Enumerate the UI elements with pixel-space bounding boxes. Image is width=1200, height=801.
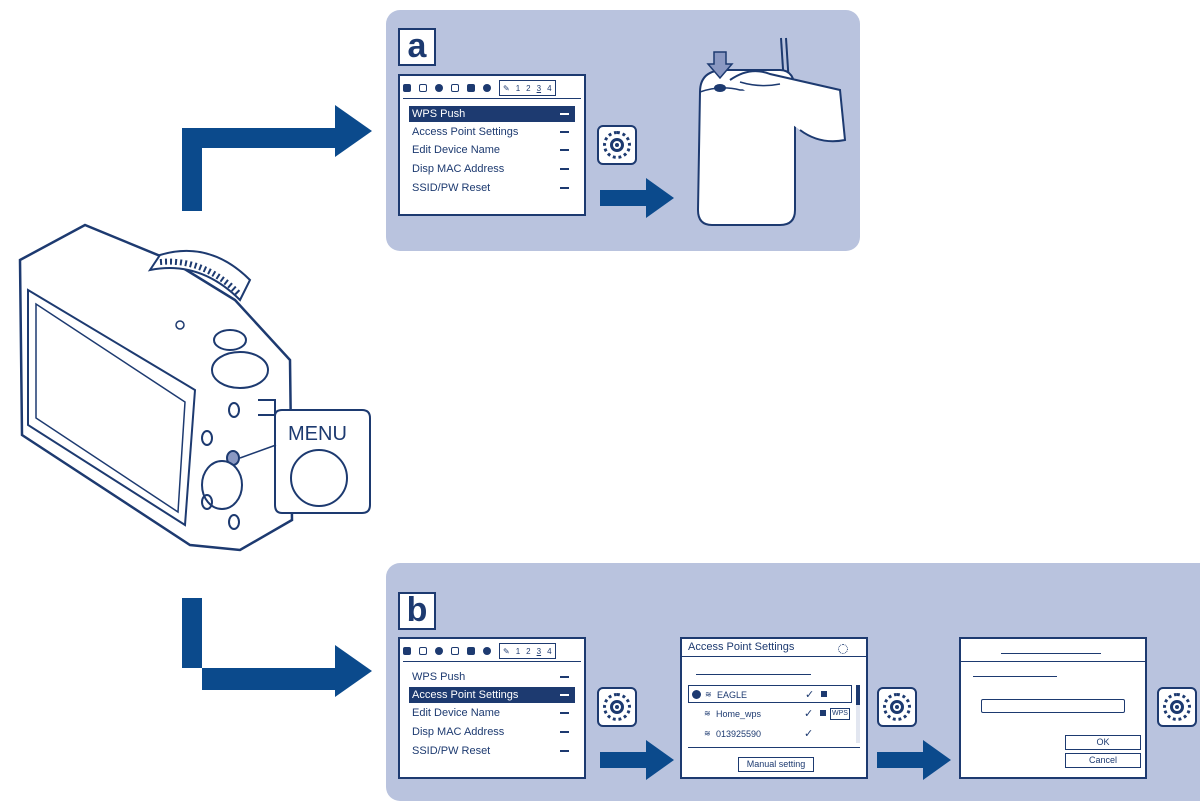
film-icon	[419, 84, 427, 92]
gear-icon	[435, 84, 443, 92]
panel-b-label: b	[398, 592, 436, 630]
menu-item-access-point-settings[interactable]: Access Point Settings	[409, 124, 575, 140]
playback-icon	[451, 84, 459, 92]
menu-item-label: SSID/PW Reset	[412, 745, 491, 757]
tab-number: 2	[526, 646, 531, 656]
card-icon	[467, 84, 475, 92]
access-point-settings-screen: Access Point Settings ≋ EAGLE ✓ ≋ Home_w…	[680, 637, 868, 779]
setup-tab: ✎ 1 2 3 4	[499, 80, 556, 96]
control-dial-icon	[877, 687, 917, 727]
router-icon	[696, 37, 847, 226]
step-arrow-b1	[600, 740, 674, 780]
menu-item-label: Disp MAC Address	[412, 163, 505, 175]
menu-item-label: SSID/PW Reset	[412, 182, 491, 194]
network-ssid: EAGLE	[717, 690, 748, 700]
flow-arrow-to-a	[182, 105, 372, 697]
panel-a-menu-screen: ✎ 1 2 3 4 WPS Push Access Point Settings…	[398, 74, 586, 216]
menu-item-label: Disp MAC Address	[412, 726, 505, 738]
menu-item-disp-mac-address[interactable]: Disp MAC Address	[409, 724, 575, 740]
step-arrow-b2	[877, 740, 951, 780]
cancel-button[interactable]: Cancel	[1065, 753, 1141, 768]
clock-icon	[483, 647, 491, 655]
check-icon: ✓	[804, 708, 814, 720]
camera-icon	[403, 84, 411, 92]
tab-number: 1	[515, 646, 521, 656]
network-ssid: 013925590	[716, 729, 762, 739]
wifi-icon: ≋	[704, 709, 711, 718]
check-icon: ✓	[805, 689, 815, 701]
panel-a-label: a	[398, 28, 436, 66]
network-ssid: Home_wps	[716, 709, 762, 719]
menu-item-label: WPS Push	[412, 671, 466, 683]
ap-screen-title: Access Point Settings	[688, 641, 795, 653]
clock-icon	[483, 84, 491, 92]
menu-tab-bar: ✎ 1 2 3 4	[403, 79, 581, 97]
lock-icon	[821, 691, 827, 697]
menu-item-label: Access Point Settings	[412, 126, 519, 138]
setup-tab: ✎ 1 2 3 4	[499, 643, 556, 659]
password-input[interactable]	[981, 699, 1125, 713]
wrench-icon: ✎	[503, 646, 510, 656]
network-row[interactable]: ≋ EAGLE ✓	[688, 685, 852, 703]
menu-item-wps-push[interactable]: WPS Push	[409, 106, 575, 122]
menu-tab-bar: ✎ 1 2 3 4	[403, 642, 581, 660]
gear-icon	[435, 647, 443, 655]
tab-number: 3	[536, 646, 542, 656]
check-icon: ✓	[804, 728, 814, 740]
menu-item-edit-device-name[interactable]: Edit Device Name	[409, 705, 575, 721]
tab-number: 1	[515, 83, 521, 93]
menu-item-ssid-pw-reset[interactable]: SSID/PW Reset	[409, 743, 575, 759]
control-dial-icon	[597, 687, 637, 727]
camera-illustration	[18, 223, 371, 552]
wifi-icon: ≋	[705, 690, 712, 699]
wps-badge: WPS	[830, 708, 850, 720]
selected-dot-icon	[692, 690, 701, 699]
tab-number: 4	[547, 646, 552, 656]
network-row[interactable]: ≋ Home_wps ✓ WPS	[688, 705, 852, 723]
wifi-icon: ≋	[704, 729, 711, 738]
tab-number: 3	[536, 83, 542, 93]
menu-item-disp-mac-address[interactable]: Disp MAC Address	[409, 161, 575, 177]
manual-setting-button[interactable]: Manual setting	[738, 757, 814, 772]
menu-item-access-point-settings[interactable]: Access Point Settings	[409, 687, 575, 703]
search-spinner-icon	[838, 644, 848, 654]
film-icon	[419, 647, 427, 655]
ok-button[interactable]: OK	[1065, 735, 1141, 750]
network-row[interactable]: ≋ 013925590 ✓	[688, 725, 852, 743]
camera-icon	[403, 647, 411, 655]
wrench-icon: ✎	[503, 83, 510, 93]
menu-item-label: WPS Push	[412, 108, 466, 120]
control-dial-icon	[1157, 687, 1197, 727]
menu-item-wps-push[interactable]: WPS Push	[409, 669, 575, 685]
playback-icon	[451, 647, 459, 655]
lock-icon	[820, 710, 826, 716]
menu-item-edit-device-name[interactable]: Edit Device Name	[409, 142, 575, 158]
password-entry-screen: OK Cancel	[959, 637, 1147, 779]
control-dial-icon	[597, 125, 637, 165]
menu-item-label: Access Point Settings	[412, 689, 519, 701]
menu-item-label: Edit Device Name	[412, 707, 501, 719]
card-icon	[467, 647, 475, 655]
tab-number: 4	[547, 83, 552, 93]
step-arrow-a	[600, 178, 674, 218]
menu-item-ssid-pw-reset[interactable]: SSID/PW Reset	[409, 180, 575, 196]
network-list-scrollbar[interactable]	[856, 685, 860, 743]
menu-item-label: Edit Device Name	[412, 144, 501, 156]
menu-button-label: MENU	[288, 423, 347, 445]
tab-number: 2	[526, 83, 531, 93]
panel-b-menu-screen: ✎ 1 2 3 4 WPS Push Access Point Settings…	[398, 637, 586, 779]
